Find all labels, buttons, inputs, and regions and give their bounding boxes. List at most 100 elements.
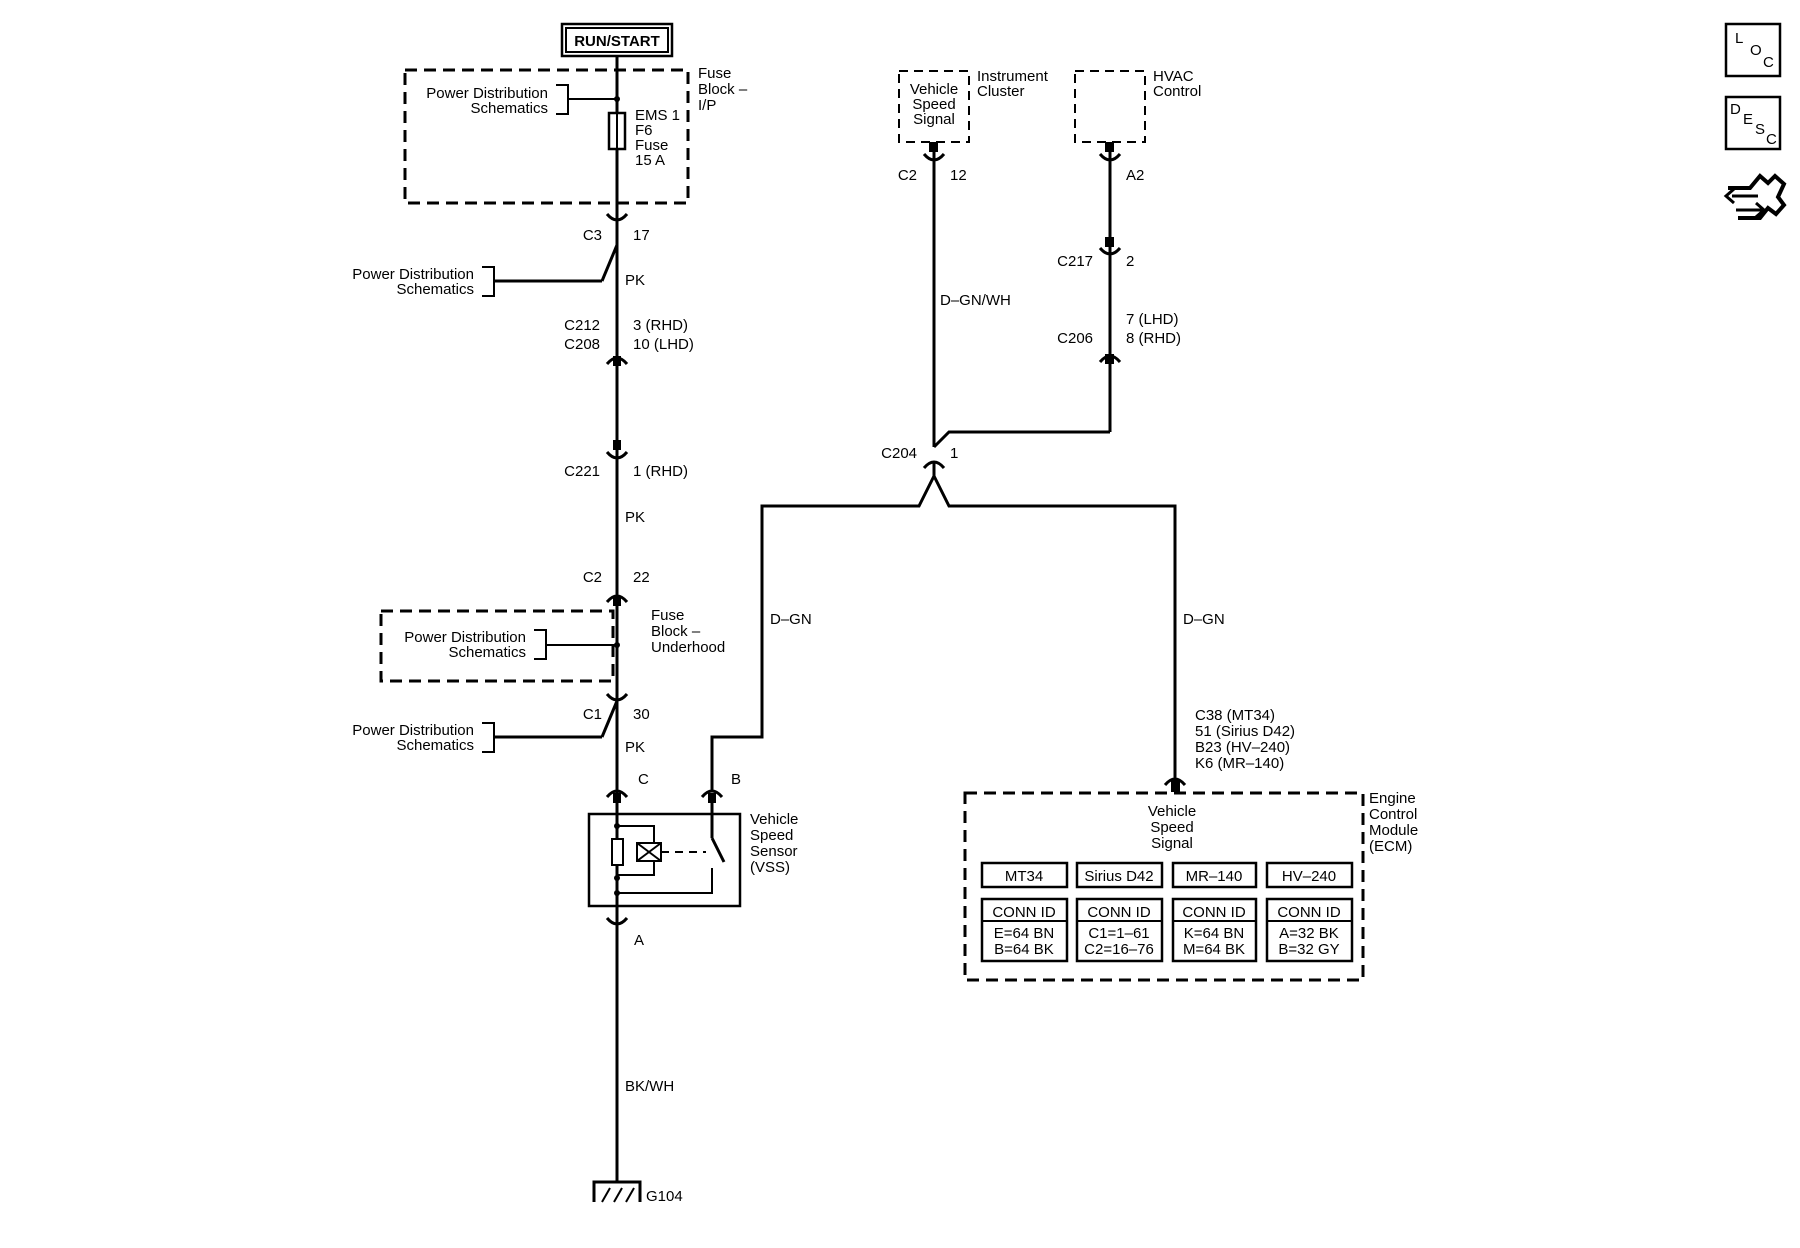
hvac-control-title: HVAC Control	[1153, 68, 1201, 100]
ems1-fuse: EMS 1 F6 Fuse 15 A	[607, 107, 680, 169]
svg-text:Signal: Signal	[913, 111, 955, 128]
ecm-title: Engine Control Module (ECM)	[1369, 790, 1418, 855]
wire-pk-3: PK	[625, 739, 645, 756]
pd-ref-upper: Power Distribution Schematics	[352, 244, 619, 298]
svg-text:EMS 1: EMS 1	[635, 107, 680, 124]
fuse-block-underhood-pd-ref: Power Distribution Schematics	[404, 629, 620, 661]
c204-pin: 1	[950, 445, 958, 462]
svg-text:Control: Control	[1369, 806, 1417, 823]
svg-text:3 (RHD): 3 (RHD)	[633, 317, 688, 334]
vss-a-connector	[605, 916, 629, 926]
svg-text:C: C	[1766, 131, 1777, 148]
ecm-pin-labels: C38 (MT34) 51 (Sirius D42) B23 (HV–240) …	[1195, 707, 1295, 772]
svg-text:Schematics: Schematics	[448, 644, 526, 661]
svg-text:C: C	[1763, 54, 1774, 71]
svg-text:Speed: Speed	[1150, 819, 1193, 836]
vss-label: Vehicle Speed Sensor (VSS)	[750, 811, 798, 876]
svg-text:MT34: MT34	[1005, 868, 1043, 885]
svg-text:B=64 BK: B=64 BK	[994, 941, 1054, 958]
svg-text:Block –: Block –	[651, 623, 701, 640]
ecm-variant-mr140: MR–140 CONN ID K=64 BN M=64 BK	[1171, 861, 1258, 963]
svg-text:F6: F6	[635, 122, 653, 139]
c3-label: C3	[583, 227, 602, 244]
c204-connector	[922, 460, 946, 470]
instrument-cluster-box	[898, 70, 970, 143]
c221-connector	[605, 450, 629, 460]
svg-text:C2=16–76: C2=16–76	[1084, 941, 1154, 958]
fuse-block-ip-title: Fuse Block – I/P	[698, 65, 748, 114]
svg-text:RUN/START: RUN/START	[574, 33, 660, 50]
svg-text:K=64 BN: K=64 BN	[1184, 925, 1244, 942]
c1-label: C1	[583, 706, 602, 723]
svg-text:10 (LHD): 10 (LHD)	[633, 336, 694, 353]
svg-text:O: O	[1750, 42, 1762, 59]
svg-text:E: E	[1743, 111, 1753, 128]
svg-text:Fuse: Fuse	[651, 607, 684, 624]
svg-text:Vehicle: Vehicle	[750, 811, 798, 828]
svg-text:B=32 GY: B=32 GY	[1278, 941, 1339, 958]
svg-text:CONN ID: CONN ID	[1087, 904, 1151, 921]
c212-c208-labels: C212 C208 3 (RHD) 10 (LHD)	[564, 317, 694, 353]
c217-label: C217	[1057, 253, 1093, 270]
c206-pin-rhd: 8 (RHD)	[1126, 330, 1181, 347]
svg-text:Power Distribution: Power Distribution	[352, 266, 474, 283]
c206-pin-lhd: 7 (LHD)	[1126, 311, 1179, 328]
c2-ic-label: C2	[898, 167, 917, 184]
svg-text:M=64 BK: M=64 BK	[1183, 941, 1245, 958]
svg-text:Vehicle: Vehicle	[910, 81, 958, 98]
wire-dgn-right: D–GN	[1183, 611, 1225, 628]
svg-text:Speed: Speed	[912, 96, 955, 113]
svg-text:Fuse: Fuse	[698, 65, 731, 82]
svg-text:Control: Control	[1153, 83, 1201, 100]
connector-view-icon[interactable]	[1723, 173, 1787, 220]
wire-bkwh: BK/WH	[625, 1078, 674, 1095]
svg-text:Vehicle: Vehicle	[1148, 803, 1196, 820]
svg-text:C208: C208	[564, 336, 600, 353]
a2-pin: A2	[1126, 167, 1144, 184]
c217-connector	[1098, 246, 1122, 256]
c3-pin: 17	[633, 227, 650, 244]
c2-ic-pin: 12	[950, 167, 967, 184]
pd-ref-lower: Power Distribution Schematics	[352, 700, 619, 754]
svg-text:Power Distribution: Power Distribution	[426, 85, 548, 102]
svg-text:Signal: Signal	[1151, 835, 1193, 852]
fuse-block-ip	[403, 68, 690, 205]
svg-text:HVAC: HVAC	[1153, 68, 1194, 85]
ecm-variant-mt34: MT34 CONN ID E=64 BN B=64 BK	[980, 861, 1069, 963]
wire-dgn-right-line	[932, 475, 1177, 785]
svg-text:L: L	[1735, 30, 1743, 47]
c204-label: C204	[881, 445, 917, 462]
svg-text:K6 (MR–140): K6 (MR–140)	[1195, 755, 1284, 772]
svg-text:Block –: Block –	[698, 81, 748, 98]
loc-icon[interactable]: L O C	[1724, 22, 1782, 78]
svg-text:CONN ID: CONN ID	[1277, 904, 1341, 921]
ic-vehicle-speed-signal: Vehicle Speed Signal	[910, 81, 958, 128]
svg-text:Schematics: Schematics	[470, 100, 548, 117]
c221-label: C221	[564, 463, 600, 480]
ecm-variant-sirius-d42: Sirius D42 CONN ID C1=1–61 C2=16–76	[1075, 861, 1164, 963]
svg-text:Schematics: Schematics	[396, 281, 474, 298]
svg-text:Engine: Engine	[1369, 790, 1416, 807]
desc-icon[interactable]: D E S C	[1724, 95, 1782, 151]
svg-text:I/P: I/P	[698, 97, 716, 114]
c2-left-pin: 22	[633, 569, 650, 586]
svg-text:CONN ID: CONN ID	[1182, 904, 1246, 921]
c217-pin: 2	[1126, 253, 1134, 270]
vss-c-pin: C	[638, 771, 649, 788]
ecm-box	[963, 791, 1365, 982]
svg-text:B23 (HV–240): B23 (HV–240)	[1195, 739, 1290, 756]
wire-dgnwh: D–GN/WH	[940, 292, 1011, 309]
svg-text:Speed: Speed	[750, 827, 793, 844]
wire-dgn-left-line	[710, 475, 936, 791]
fuse-block-ip-pd-ref: Power Distribution Schematics	[426, 84, 620, 117]
svg-text:S: S	[1755, 121, 1765, 138]
svg-text:MR–140: MR–140	[1186, 868, 1243, 885]
svg-text:CONN ID: CONN ID	[992, 904, 1056, 921]
svg-text:E=64 BN: E=64 BN	[994, 925, 1054, 942]
ground-label: G104	[646, 1188, 683, 1205]
svg-text:Underhood: Underhood	[651, 639, 725, 656]
svg-text:HV–240: HV–240	[1282, 868, 1336, 885]
c1-pin: 30	[633, 706, 650, 723]
svg-text:15 A: 15 A	[635, 152, 665, 169]
